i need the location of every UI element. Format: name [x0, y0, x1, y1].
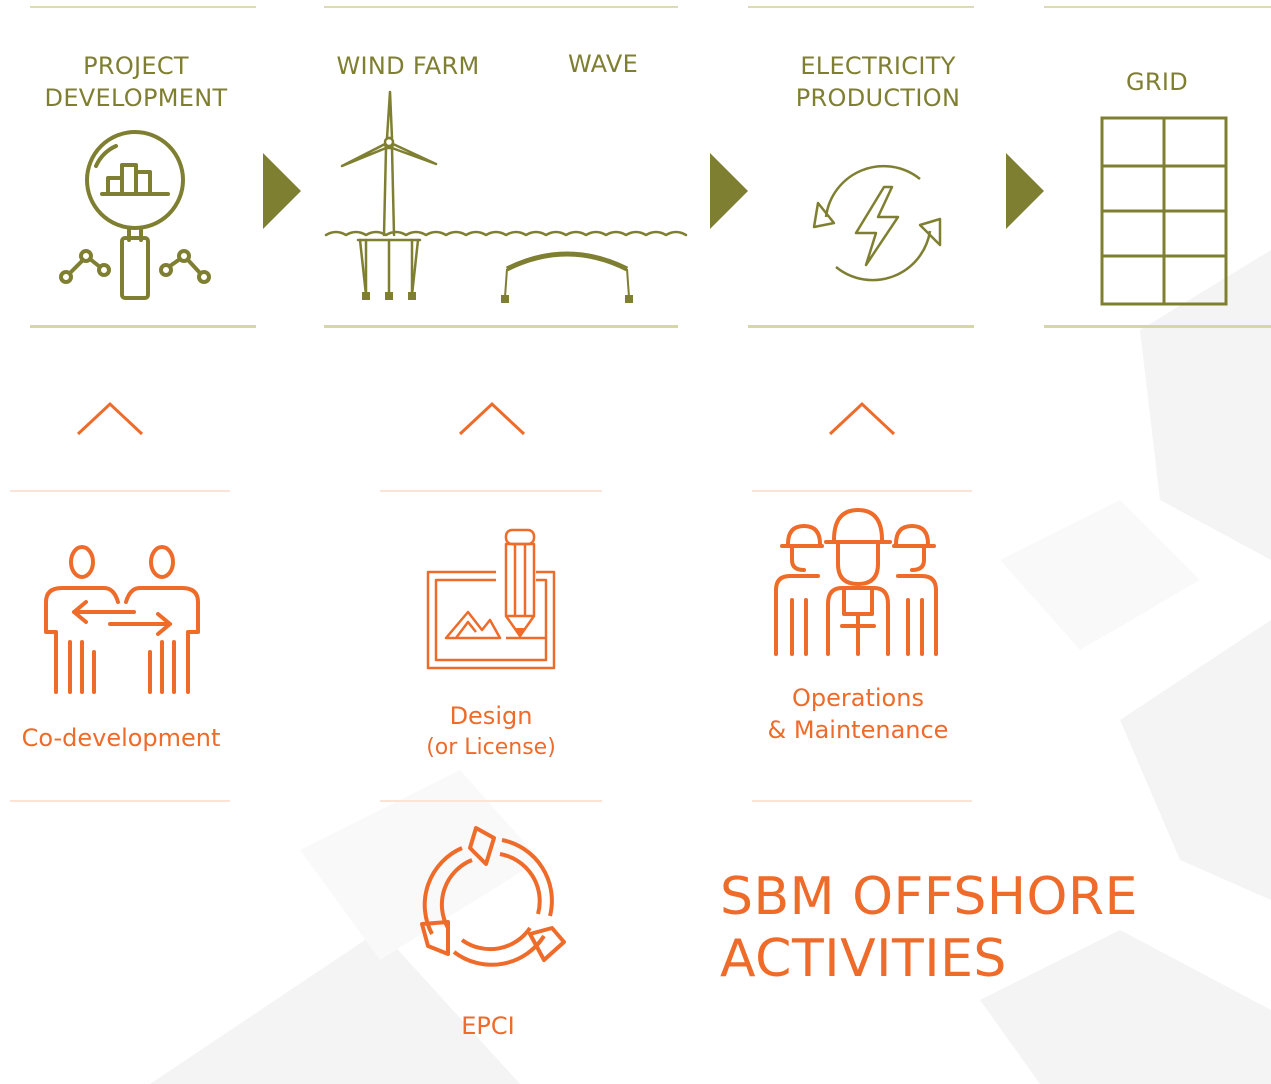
- label-line: Design: [449, 702, 533, 730]
- page-title: SBM OFFSHORE ACTIVITIES: [720, 866, 1138, 990]
- lightning-cycle-icon: [812, 164, 942, 282]
- floating-wind-turbine-icon: [324, 90, 688, 300]
- chevron-up-icon: [458, 401, 526, 436]
- label-line: Operations: [792, 684, 924, 712]
- project-development-label: PROJECT DEVELOPMENT: [20, 50, 252, 114]
- workers-hardhat-icon: [774, 508, 938, 656]
- wind-farm-label: WIND FARM: [336, 52, 480, 80]
- divider: [380, 490, 602, 492]
- co-development-label: Co-development: [21, 724, 221, 752]
- circular-arrows-icon: [420, 826, 566, 967]
- label-line: ELECTRICITY: [800, 52, 956, 80]
- epci-label: EPCI: [461, 1012, 515, 1040]
- design-label: Design (or License): [380, 700, 602, 764]
- divider: [324, 6, 678, 8]
- title-line: SBM OFFSHORE: [720, 867, 1138, 927]
- label-line: DEVELOPMENT: [44, 84, 228, 112]
- divider: [324, 325, 678, 328]
- divider: [380, 800, 602, 802]
- operations-maintenance-label: Operations & Maintenance: [744, 682, 972, 746]
- divider: [30, 325, 256, 328]
- label-line: & Maintenance: [767, 716, 949, 744]
- divider: [752, 800, 972, 802]
- divider: [752, 490, 972, 492]
- arrow-right-icon: [710, 153, 748, 229]
- magnifier-chart-icon: [59, 130, 211, 300]
- title-line: ACTIVITIES: [720, 929, 1007, 989]
- label-line: PRODUCTION: [795, 84, 961, 112]
- arrow-right-icon: [263, 153, 301, 229]
- two-people-exchange-icon: [44, 545, 200, 694]
- chevron-up-icon: [76, 401, 144, 436]
- drawing-pencil-icon: [426, 528, 556, 670]
- arrow-right-icon: [1006, 153, 1044, 229]
- electricity-production-label: ELECTRICITY PRODUCTION: [760, 50, 996, 114]
- grid-icon: [1100, 116, 1228, 306]
- wave-label: WAVE: [567, 50, 639, 78]
- divider: [748, 325, 974, 328]
- divider: [1044, 325, 1271, 328]
- divider: [30, 6, 256, 8]
- label-line: (or License): [426, 735, 556, 760]
- divider: [748, 6, 974, 8]
- label-line: PROJECT: [83, 52, 189, 80]
- divider: [10, 490, 230, 492]
- grid-label: GRID: [1125, 68, 1189, 96]
- chevron-up-icon: [828, 401, 896, 436]
- divider: [1044, 6, 1271, 8]
- wave-energy-converter-icon: [501, 251, 633, 303]
- divider: [10, 800, 230, 802]
